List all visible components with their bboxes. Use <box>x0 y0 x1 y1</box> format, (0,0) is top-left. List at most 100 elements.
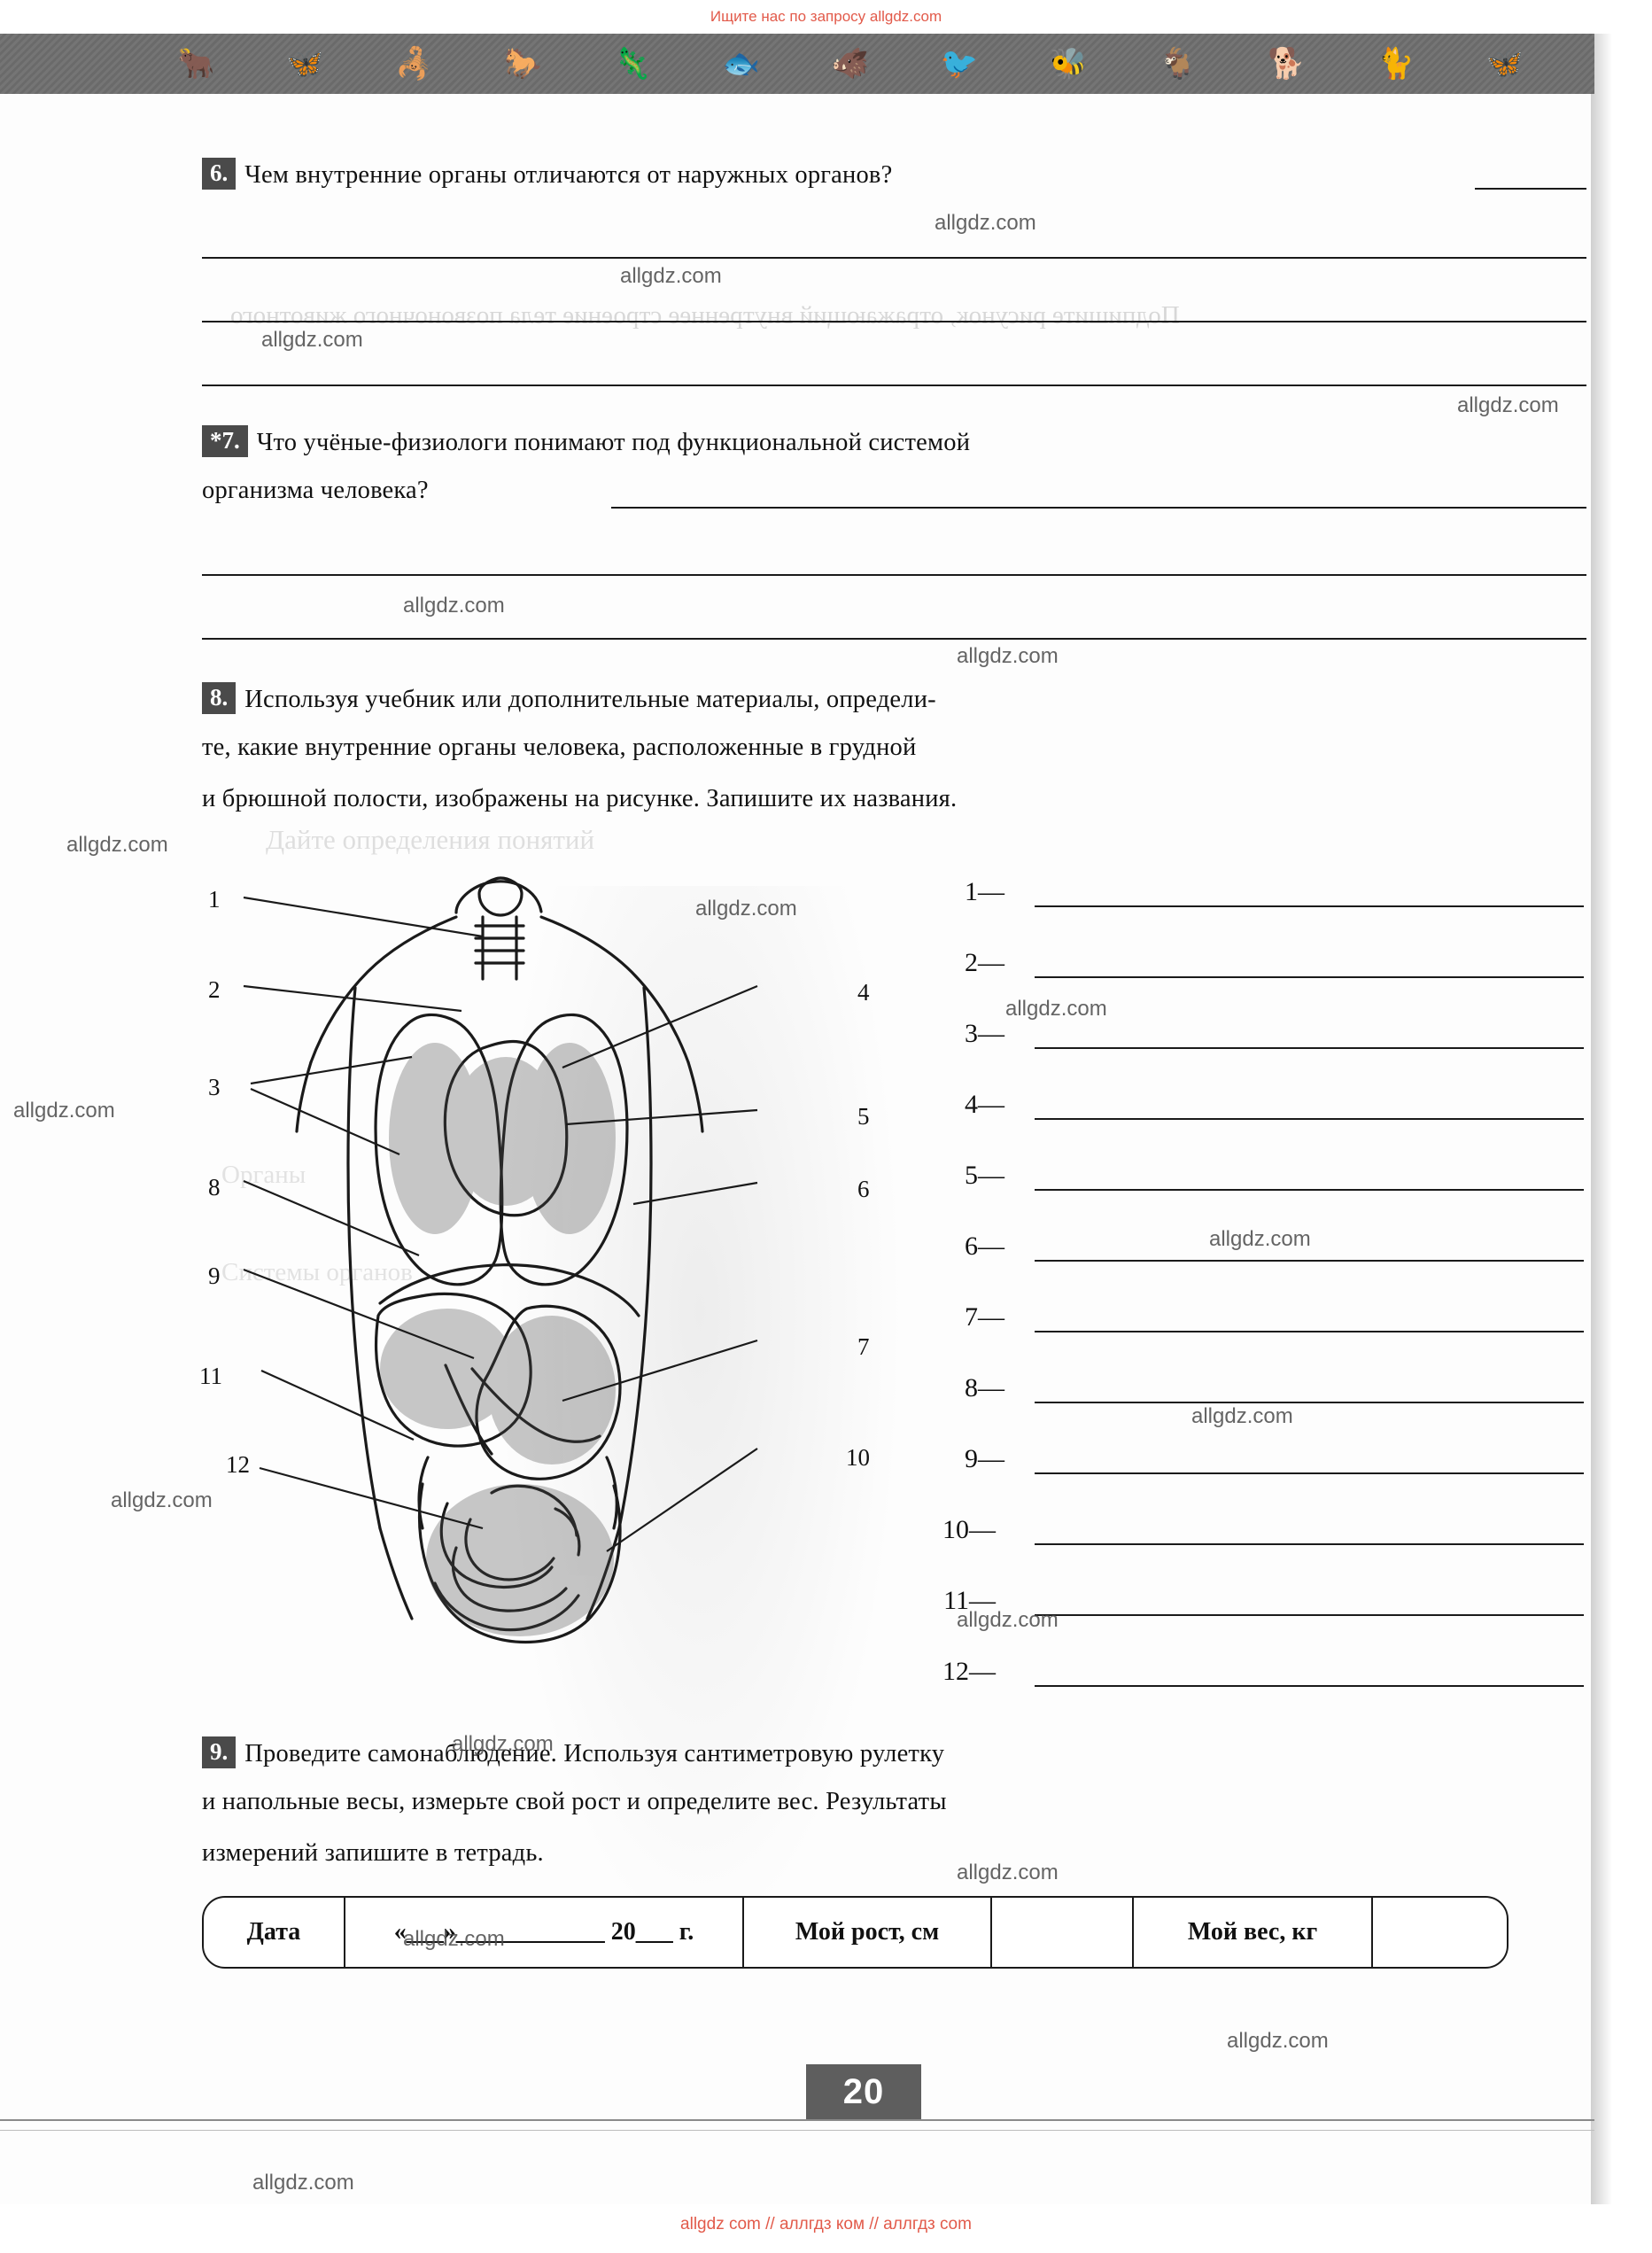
figure-label-10: 10 <box>846 1444 870 1471</box>
watermark-text: allgdz.com <box>695 897 797 921</box>
answer-item-number: 2 <box>965 948 978 977</box>
answer-input-2[interactable] <box>1035 976 1584 978</box>
answer-input-10[interactable] <box>1035 1543 1584 1545</box>
answer-item-dash: — <box>978 1019 1004 1048</box>
answer-item-6: 6— <box>939 1231 1004 1262</box>
frieze-icon-row: 🐂 🦋 🦂 🐎 🦎 🐟 🐗 🐦 🐝 🐐 🐕 🐈 🦋 <box>177 34 1524 94</box>
answer-input-9[interactable] <box>1035 1472 1584 1474</box>
anatomy-figure <box>190 873 890 1692</box>
figure-label-5: 5 <box>857 1103 870 1130</box>
watermark-text: allgdz.com <box>620 264 722 288</box>
watermark-text: allgdz.com <box>1191 1404 1293 1428</box>
table-cell-date-blank[interactable]: «___»____________ 20___ г. <box>345 1898 744 1967</box>
footer-rule-2 <box>0 2130 1594 2131</box>
answer-line-7-1[interactable] <box>202 574 1586 576</box>
answer-item-dash: — <box>978 1161 1004 1190</box>
question-8-text-line1: Используя учебник или дополнительные мат… <box>244 686 936 713</box>
question-7-line2: организма человека? <box>202 477 429 505</box>
boar-icon: 🐗 <box>831 46 870 82</box>
answer-item-number: 12 <box>942 1657 969 1686</box>
goat-icon: 🐐 <box>1159 46 1197 82</box>
table-header-weight: Мой вес, кг <box>1134 1898 1373 1967</box>
answer-input-1[interactable] <box>1035 905 1584 907</box>
answer-input-7[interactable] <box>1035 1331 1584 1332</box>
question-9-text-line2: и напольные весы, измерьте свой рост и о… <box>202 1788 947 1815</box>
answer-input-12[interactable] <box>1035 1685 1584 1687</box>
figure-label-3: 3 <box>208 1074 221 1100</box>
answer-item-dash: — <box>978 1231 1004 1261</box>
cat-icon: 🐈 <box>1377 46 1415 82</box>
answer-item-11: 11— <box>930 1586 996 1616</box>
answer-item-number: 1 <box>965 877 978 906</box>
question-6-text: Чем внутренние органы отличаются от нару… <box>244 161 893 189</box>
ghost-text-line: Органы <box>221 1161 306 1189</box>
bird-icon: 🐦 <box>940 46 979 82</box>
question-7-number: *7. <box>202 425 248 457</box>
question-9-number: 9. <box>202 1736 237 1768</box>
beetle-icon: 🐝 <box>1050 46 1088 82</box>
table-header-date: Дата <box>204 1898 345 1967</box>
watermark-text: allgdz.com <box>252 2171 354 2195</box>
question-8: 8.Используя учебник или дополнительные м… <box>202 682 1584 714</box>
question-9-line3: измерений запишите в тетрадь. <box>202 1839 544 1868</box>
answer-item-4: 4— <box>939 1090 1004 1120</box>
answer-line-6-2[interactable] <box>202 321 1586 322</box>
answer-item-12: 12— <box>930 1657 996 1687</box>
watermark-text: allgdz.com <box>403 594 505 618</box>
answer-line-6-0[interactable] <box>1475 188 1586 190</box>
question-9-text-line3: измерений запишите в тетрадь. <box>202 1839 544 1867</box>
fish-icon: 🐟 <box>722 46 760 82</box>
measurement-table: Дата «___»____________ 20___ г. Мой рост… <box>202 1896 1509 1969</box>
watermark-text: allgdz.com <box>1209 1227 1311 1251</box>
answer-input-6[interactable] <box>1035 1260 1584 1262</box>
answer-input-3[interactable] <box>1035 1047 1584 1049</box>
watermark-text: allgdz.com <box>66 833 168 857</box>
question-8-line3: и брюшной полости, изображены на рисунке… <box>202 785 957 813</box>
answer-item-number: 8 <box>965 1373 978 1402</box>
answer-line-6-1[interactable] <box>202 257 1586 259</box>
answer-line-7-0[interactable] <box>611 507 1586 509</box>
figure-label-2: 2 <box>208 976 221 1003</box>
answer-item-8: 8— <box>939 1373 1004 1403</box>
horse-icon: 🐎 <box>504 46 542 82</box>
answer-item-dash: — <box>978 1090 1004 1119</box>
watermark-text: allgdz.com <box>13 1099 115 1123</box>
figure-label-9: 9 <box>208 1262 221 1289</box>
answer-line-6-3[interactable] <box>202 385 1586 386</box>
ghost-text-line: Системы органов <box>221 1258 413 1286</box>
question-8-text-line2: те, какие внутренние органы человека, ра… <box>202 734 917 761</box>
figure-label-1: 1 <box>208 886 221 913</box>
answer-input-4[interactable] <box>1035 1118 1584 1120</box>
question-8-text-line3: и брюшной полости, изображены на рисунке… <box>202 785 958 812</box>
footer-rule-1 <box>0 2119 1594 2121</box>
table-cell-height-value[interactable] <box>992 1898 1134 1967</box>
table-cell-weight-value[interactable] <box>1373 1898 1507 1967</box>
figure-label-11: 11 <box>199 1363 222 1389</box>
answer-item-number: 4 <box>965 1090 978 1119</box>
footer-watermark: allgdz com // аллгдз ком // аллгдз com <box>680 2215 972 2234</box>
ghost-figure <box>496 886 904 1949</box>
watermark-text: allgdz.com <box>935 211 1036 235</box>
decorative-animal-frieze: 🐂 🦋 🦂 🐎 🦎 🐟 🐗 🐦 🐝 🐐 🐕 🐈 🦋 <box>0 34 1594 94</box>
answer-input-5[interactable] <box>1035 1189 1584 1191</box>
answer-item-number: 3 <box>965 1019 978 1048</box>
answer-item-10: 10— <box>930 1515 996 1545</box>
watermark-text: allgdz.com <box>111 1488 213 1512</box>
watermark-text: allgdz.com <box>452 1732 554 1756</box>
answer-input-8[interactable] <box>1035 1402 1584 1403</box>
answer-item-7: 7— <box>939 1302 1004 1332</box>
ghost-text-line: Дайте определения понятий <box>266 824 595 855</box>
watermark-text: allgdz.com <box>957 1861 1059 1884</box>
watermark-text: allgdz.com <box>261 328 363 352</box>
lizard-icon: 🦎 <box>613 46 651 82</box>
answer-item-number: 9 <box>965 1444 978 1473</box>
question-9-text-line1: Проведите самонаблюдение. Используя сант… <box>244 1740 945 1767</box>
answer-item-dash: — <box>978 948 1004 977</box>
answer-item-number: 6 <box>965 1231 978 1261</box>
scorpion-icon: 🦂 <box>395 46 433 82</box>
question-8-line2: те, какие внутренние органы человека, ра… <box>202 734 916 762</box>
answer-input-11[interactable] <box>1035 1614 1584 1616</box>
question-7-text-line2: организма человека? <box>202 477 429 504</box>
watermark-text: allgdz.com <box>957 644 1059 668</box>
answer-line-7-2[interactable] <box>202 638 1586 640</box>
